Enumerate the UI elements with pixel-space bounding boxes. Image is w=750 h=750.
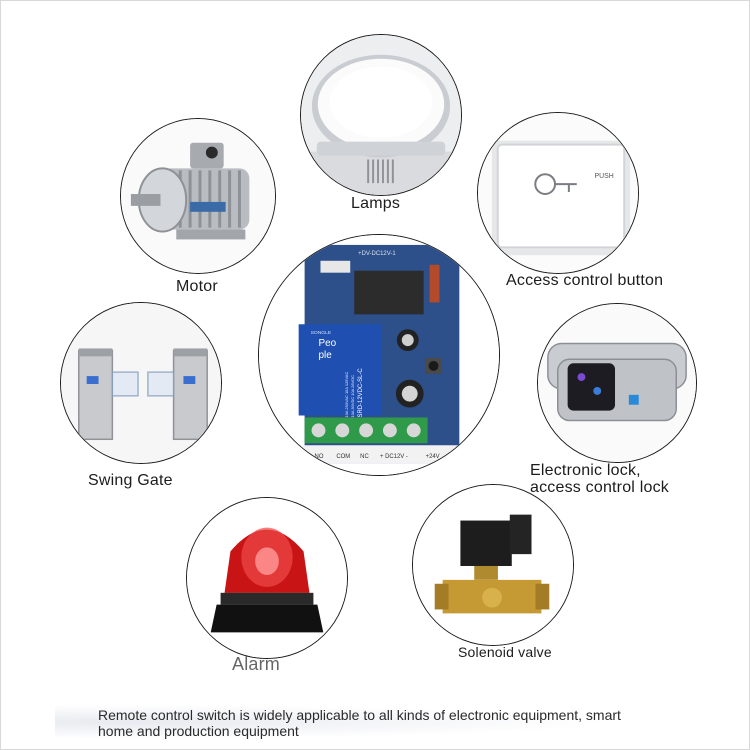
board-top-text: +DV-DC12V-1 [358, 251, 396, 257]
receiver-module-image: +DV-DC12V-1 Peo ple SONGLE SRD-12VDC-SL-… [259, 235, 499, 475]
electronic-lock-circle [537, 303, 697, 463]
terminal-no-text: NO [315, 454, 324, 460]
terminal-com-text: COM [336, 454, 350, 460]
alarm-circle [186, 497, 348, 659]
push-text: PUSH [595, 173, 614, 180]
motor-circle [120, 118, 276, 274]
relay [298, 324, 382, 416]
receiver-module-circle: +DV-DC12V-1 Peo ple SONGLE SRD-12VDC-SL-… [258, 234, 500, 476]
lamps-label: Lamps [351, 195, 401, 212]
terminal-dc-text: + DC12V - [380, 454, 408, 460]
lamps-circle [300, 34, 462, 196]
swing-gate-label: Swing Gate [88, 472, 173, 489]
electronic-lock-image [538, 304, 696, 462]
relay-model: SRD-12VDC-SL-C [358, 368, 364, 418]
solenoid-valve-circle [412, 484, 574, 646]
relay-rating-a: 10A 250VAC 10A 125VAC [344, 372, 349, 418]
relay-rating-b: 10A 30VDC 10A 28VDC [350, 375, 355, 418]
access-button-image: PUSH [478, 113, 638, 273]
terminal-v-text: +24V [426, 454, 440, 460]
electronic-lock-label-line1: Electronic lock, [530, 462, 641, 479]
solenoid-valve-label: Solenoid valve [458, 644, 552, 660]
terminal-nc-text: NC [360, 454, 369, 460]
motor-image [121, 119, 275, 273]
access-button-circle: PUSH [477, 112, 639, 274]
caption-line-2: home and production equipment [98, 723, 299, 739]
alarm-light-image [187, 498, 347, 658]
access-button-label: Access control button [506, 272, 664, 289]
solenoid-valve-image [413, 485, 573, 645]
electronic-lock-label-line2: access control lock [530, 479, 669, 496]
relay-text-b: ple [319, 350, 333, 361]
motor-label: Motor [176, 278, 218, 295]
ceiling-lamp-image [301, 35, 461, 195]
caption-line-1: Remote control switch is widely applicab… [98, 707, 621, 723]
alarm-label: Alarm [232, 654, 281, 674]
caption: Remote control switch is widely applicab… [98, 707, 698, 739]
swing-gate-circle [60, 302, 222, 464]
relay-text-a: Peo [319, 338, 337, 349]
swing-gate-image [61, 303, 221, 463]
relay-brand: SONGLE [311, 330, 332, 336]
